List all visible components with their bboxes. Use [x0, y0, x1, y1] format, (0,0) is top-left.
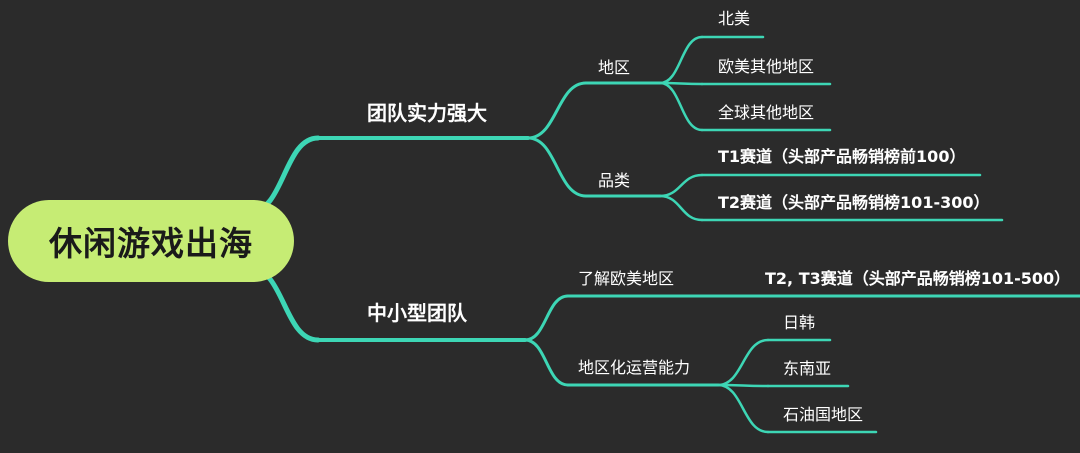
connector-to-know-western	[523, 294, 570, 342]
connector-to-north-america	[658, 35, 704, 85]
leaf-label-t2-t3-track[interactable]: T2, T3赛道（头部产品畅销榜101-500）	[765, 269, 1071, 288]
leaf-label-t1-track[interactable]: T1赛道（头部产品畅销榜前100）	[718, 147, 966, 166]
leaf-label-t2-track[interactable]: T2赛道（头部产品畅销榜101-300）	[718, 193, 990, 212]
leaf-label-oil-countries[interactable]: 石油国地区	[783, 405, 864, 424]
branch-label-strong-team[interactable]: 团队实力强大	[367, 101, 487, 125]
node-label-know-western-regions[interactable]: 了解欧美地区	[578, 269, 675, 288]
connector-to-oil-countries	[716, 383, 770, 434]
node-label-localized-ops[interactable]: 地区化运营能力	[578, 358, 691, 377]
connector-to-t1	[658, 173, 704, 198]
leaf-label-other-global[interactable]: 全球其他地区	[718, 103, 815, 122]
root-node[interactable]: 休闲游戏出海	[8, 200, 294, 282]
leaf-label-north-america[interactable]: 北美	[718, 9, 751, 28]
connector-to-t2	[658, 194, 704, 222]
node-label-category[interactable]: 品类	[598, 171, 631, 190]
connector-to-category	[526, 136, 588, 198]
connector-to-other-global	[658, 81, 704, 132]
connector-to-japan-korea	[716, 338, 770, 387]
leaf-label-japan-korea[interactable]: 日韩	[783, 313, 816, 332]
leaf-label-southeast-asia[interactable]: 东南亚	[783, 359, 832, 378]
branch-label-small-team[interactable]: 中小型团队	[367, 301, 467, 325]
node-label-region[interactable]: 地区	[598, 58, 631, 77]
connector-to-region	[526, 81, 588, 140]
connector-to-localized-ops	[523, 338, 570, 387]
leaf-label-other-western[interactable]: 欧美其他地区	[718, 57, 815, 76]
